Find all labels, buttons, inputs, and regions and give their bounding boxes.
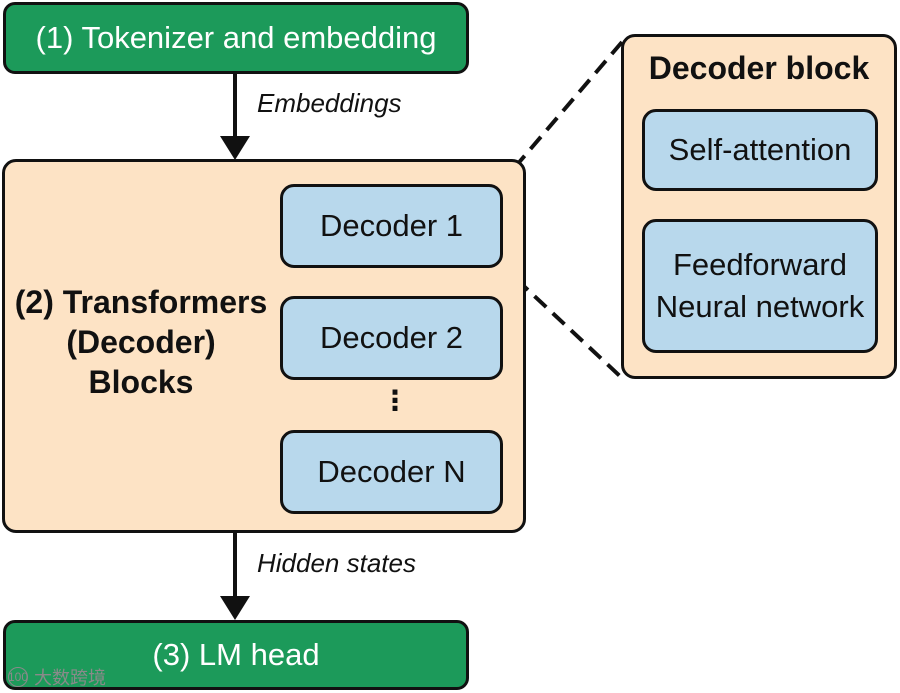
- decoder-n-box: Decoder N: [280, 430, 503, 514]
- lm-head-label: (3) LM head: [152, 637, 320, 672]
- decoder-1-box: Decoder 1: [280, 184, 503, 268]
- arrow-embeddings: [220, 72, 250, 160]
- feedforward-label: Feedforward Neural network: [655, 247, 865, 324]
- decoder-2-box: Decoder 2: [280, 296, 503, 380]
- decoder-ellipsis: ⋮: [381, 385, 409, 416]
- embeddings-label: Embeddings: [257, 88, 402, 118]
- self-attention-box: Self-attention: [642, 109, 878, 191]
- decoder-2-label: Decoder 2: [319, 320, 464, 356]
- self-attention-label: Self-attention: [668, 132, 852, 168]
- decoder-1-label: Decoder 1: [319, 208, 464, 244]
- watermark-text: 大数跨境: [34, 668, 106, 688]
- arrow-hidden-states: [220, 532, 250, 620]
- decoder-block-title: Decoder block: [648, 50, 870, 86]
- watermark: 100 大数跨境: [8, 664, 106, 690]
- feedforward-box: Feedforward Neural network: [642, 219, 878, 353]
- watermark-logo-icon: 100: [8, 667, 28, 687]
- hidden-states-label: Hidden states: [257, 548, 416, 578]
- transformer-blocks-title: (2) Transformers (Decoder) Blocks: [14, 284, 268, 400]
- lm-head-box: (3) LM head: [3, 620, 469, 690]
- tokenizer-embedding-label: (1) Tokenizer and embedding: [35, 20, 437, 55]
- decoder-n-label: Decoder N: [317, 454, 466, 490]
- tokenizer-embedding-box: (1) Tokenizer and embedding: [3, 2, 469, 74]
